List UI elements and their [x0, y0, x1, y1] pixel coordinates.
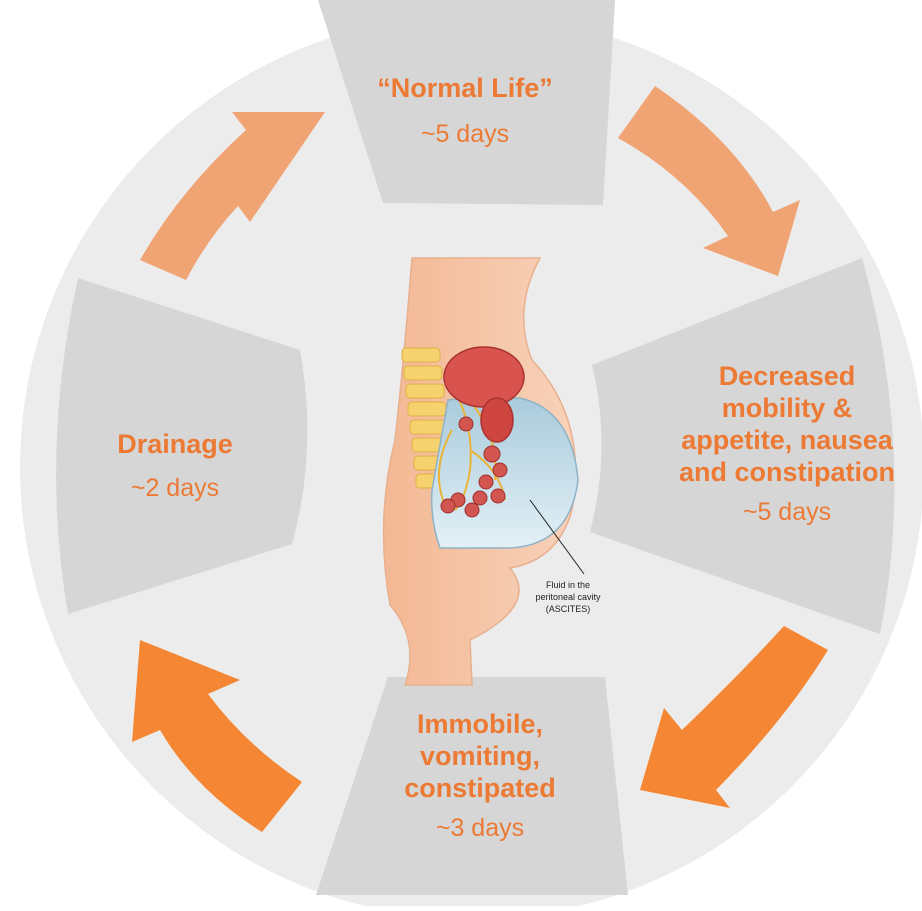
- stage-duration: ~5 days: [330, 120, 600, 149]
- caption-line-2: peritoneal cavity: [535, 592, 601, 602]
- caption-line-3: (ASCITES): [546, 604, 591, 614]
- stage-title-line: mobility &: [662, 392, 912, 424]
- stage-immobile: Immobile, vomiting, constipated ~3 days: [370, 708, 590, 843]
- stage-title-line: and constipation: [662, 456, 912, 488]
- caption-line-1: Fluid in the: [546, 580, 590, 590]
- stage-title: Drainage: [70, 428, 280, 460]
- stage-title-line: constipated: [370, 772, 590, 804]
- stage-duration: ~5 days: [662, 498, 912, 527]
- kidney-icon: [481, 398, 513, 442]
- stage-title-line: appetite, nausea: [662, 424, 912, 456]
- stage-title-line: Immobile,: [370, 708, 590, 740]
- stage-duration: ~2 days: [70, 474, 280, 503]
- liver-icon: [444, 347, 524, 407]
- stage-title-line: Decreased: [662, 360, 912, 392]
- stage-duration: ~3 days: [370, 814, 590, 843]
- stage-decreased: Decreased mobility & appetite, nausea an…: [662, 360, 912, 527]
- stage-title-line: vomiting,: [370, 740, 590, 772]
- stage-drainage: Drainage ~2 days: [70, 428, 280, 503]
- stage-title: “Normal Life”: [330, 72, 600, 104]
- stage-normal-life: “Normal Life” ~5 days: [330, 72, 600, 149]
